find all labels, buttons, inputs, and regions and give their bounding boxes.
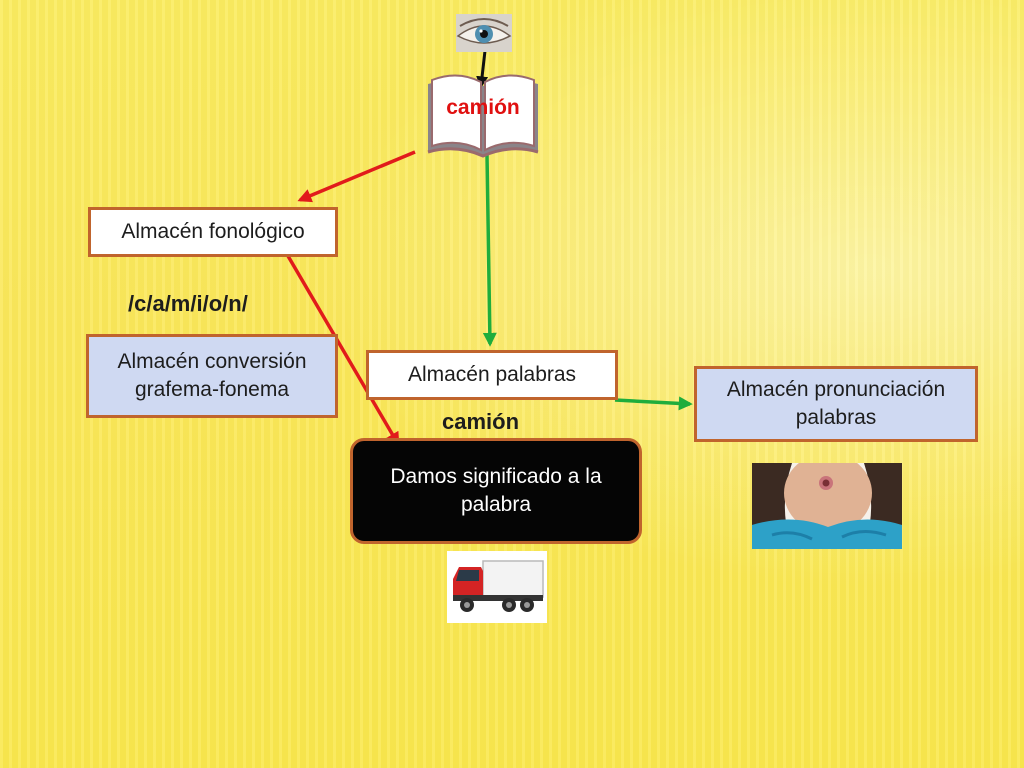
box-label: Almacén palabras bbox=[407, 362, 577, 386]
box-almacen-pronunciacion: Almacén pronunciación palabras bbox=[694, 366, 978, 442]
box-significado: Damos significado a la palabra bbox=[350, 438, 642, 544]
arrow-palabras-to-pronunciacion bbox=[614, 396, 693, 411]
phoneme-string: /c/a/m/i/o/n/ bbox=[128, 291, 248, 316]
box-almacen-fonologico: Almacén fonológico bbox=[88, 207, 338, 257]
open-book: camión bbox=[424, 70, 542, 158]
box-almacen-conversion: Almacén conversión grafema-fonema bbox=[86, 334, 338, 418]
eye-icon bbox=[456, 14, 512, 52]
book-icon bbox=[427, 74, 539, 158]
truck-icon bbox=[447, 551, 547, 623]
arrow-book-to-palabras bbox=[482, 154, 497, 347]
box-label: Almacén fonológico bbox=[121, 219, 305, 243]
box-label: Almacén pronunciación palabras bbox=[726, 377, 946, 429]
child-mouth-photo bbox=[752, 463, 902, 549]
arrow-fonologico-to-significado bbox=[286, 255, 400, 447]
box-label: Damos significado a la palabra bbox=[390, 464, 602, 516]
arrow-book-to-fonologico bbox=[297, 150, 416, 203]
book-word: camión bbox=[446, 96, 520, 119]
box-label: Almacén conversión grafema-fonema bbox=[117, 349, 307, 401]
word-label: camión bbox=[442, 409, 520, 434]
box-almacen-palabras: Almacén palabras bbox=[366, 350, 618, 400]
